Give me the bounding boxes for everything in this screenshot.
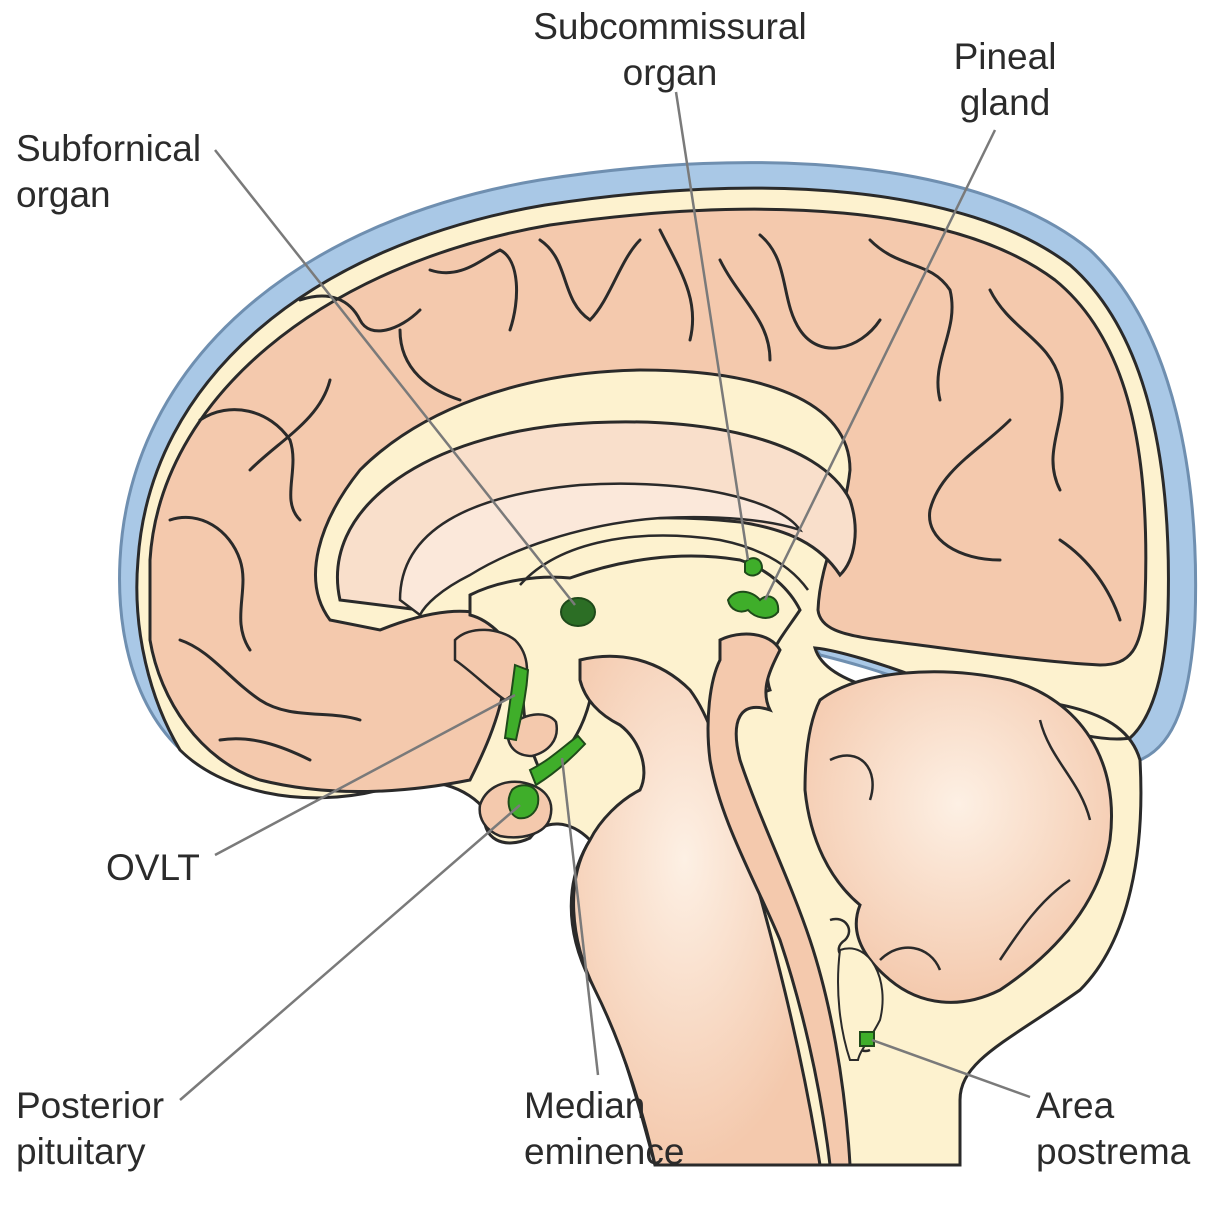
- area-postrema-mark: [859, 1031, 875, 1047]
- leader-posterior-pituitary: [179, 804, 521, 1101]
- label-subcommissural-organ: Subcommissural organ: [533, 6, 807, 93]
- cortical-sulci: [168, 228, 1122, 762]
- circumventricular-organs: [503, 557, 875, 1047]
- leader-lines: [179, 91, 1031, 1101]
- callosal-inner: [398, 482, 804, 617]
- tectum: [706, 632, 852, 1167]
- label-posterior-pituitary: Posterior pituitary: [16, 1085, 165, 1172]
- leader-ovlt: [214, 693, 516, 857]
- leader-subfornical: [214, 149, 576, 606]
- label-median-eminence: Median eminence: [524, 1085, 685, 1172]
- leader-area-postrema: [871, 1038, 1031, 1099]
- ovlt-mark: [503, 663, 530, 742]
- leader-pineal: [763, 129, 997, 601]
- label-pineal-gland: Pineal gland: [953, 36, 1057, 123]
- median-eminence-mark: [528, 734, 587, 787]
- leader-median-eminence: [560, 757, 600, 1076]
- subcommissural-organ-mark: [744, 557, 764, 577]
- leader-subcommissural: [674, 91, 750, 561]
- posterior-pituitary-mark: [507, 784, 540, 820]
- label-area-postrema: Area postrema: [1036, 1085, 1191, 1172]
- subfornical-organ-mark: [560, 597, 596, 627]
- cerebellum: [803, 670, 1113, 1004]
- label-subfornical-organ: Subfornical organ: [16, 128, 202, 215]
- label-ovlt: OVLT: [106, 847, 200, 888]
- fornix: [519, 534, 810, 591]
- cerebellar-folia: [829, 719, 1092, 971]
